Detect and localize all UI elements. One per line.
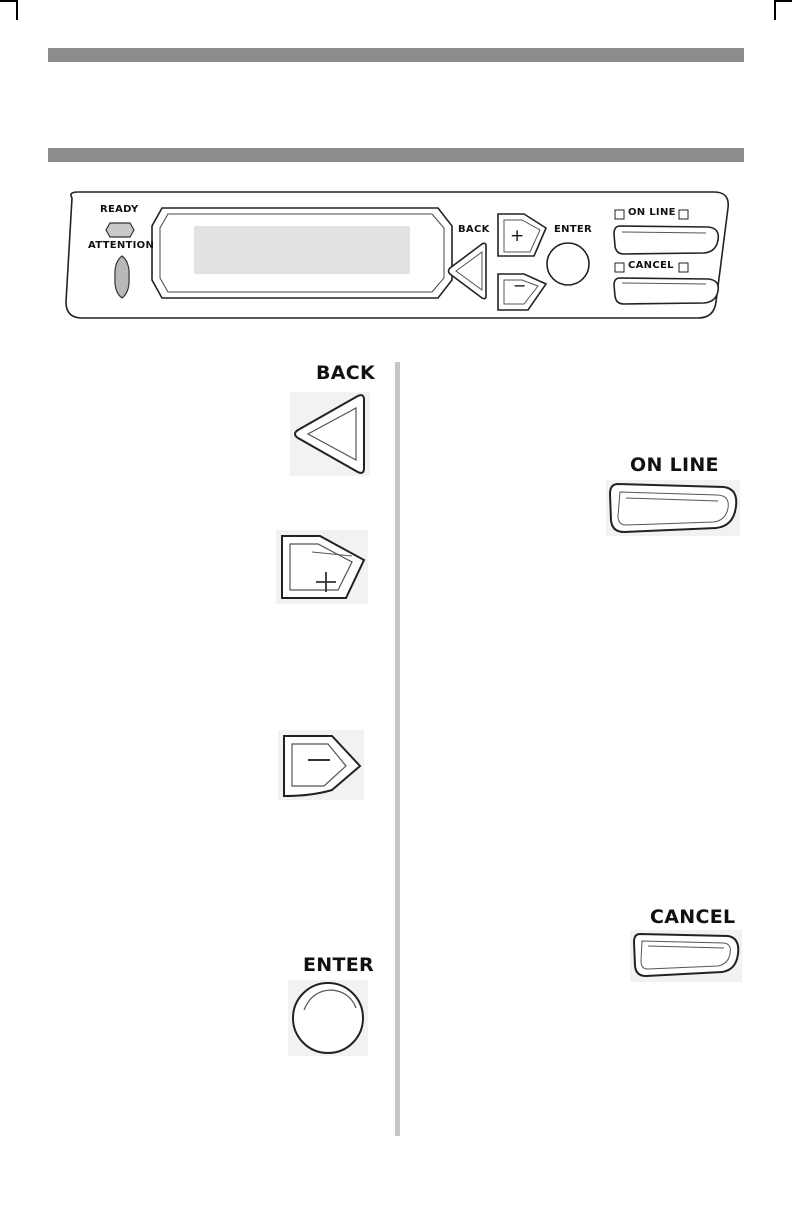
back-heading: BACK — [316, 362, 375, 384]
crop-mark-top-right — [774, 0, 792, 2]
panel-minus-glyph: − — [513, 276, 527, 295]
cancel-button-icon — [630, 930, 742, 982]
panel-back-button[interactable] — [446, 242, 490, 300]
lcd-display — [194, 226, 410, 274]
panel-cancel-label-text: CANCEL — [628, 260, 674, 271]
online-button-icon — [606, 480, 740, 536]
header-bar-top — [48, 48, 744, 62]
panel-online-led-left-icon — [614, 209, 626, 221]
back-button-icon — [290, 392, 370, 476]
enter-heading: ENTER — [303, 954, 374, 976]
column-divider — [395, 362, 400, 1136]
panel-online-label-text: ON LINE — [628, 207, 676, 218]
ready-light-icon — [106, 220, 136, 240]
control-panel: READY ATTENTION BACK + − ENTER ON — [58, 190, 734, 322]
panel-enter-label-text: ENTER — [554, 224, 592, 235]
online-heading: ON LINE — [630, 454, 719, 476]
crop-mark-top-left-v — [16, 0, 18, 20]
panel-cancel-led-left-icon — [614, 262, 626, 274]
panel-online-button[interactable] — [612, 224, 722, 256]
minus-button-icon — [278, 730, 364, 800]
panel-cancel-button[interactable] — [612, 276, 722, 306]
crop-mark-top-right-v — [774, 0, 776, 20]
panel-online-led-right-icon — [678, 209, 690, 221]
attention-label-text: ATTENTION — [88, 240, 154, 251]
cancel-heading: CANCEL — [650, 906, 735, 928]
attention-label: ATTENTION — [88, 240, 154, 251]
enter-button-icon — [288, 980, 368, 1056]
header-bar-bottom — [48, 148, 744, 162]
panel-enter-label: ENTER — [554, 224, 592, 235]
panel-online-label: ON LINE — [628, 207, 676, 218]
panel-cancel-label: CANCEL — [628, 260, 674, 271]
attention-light-icon — [112, 254, 132, 300]
panel-enter-button[interactable] — [544, 240, 592, 288]
ready-label: READY — [100, 204, 139, 215]
plus-button-icon — [276, 530, 368, 604]
panel-cancel-led-right-icon — [678, 262, 690, 274]
panel-plus-glyph: + — [510, 226, 525, 246]
ready-label-text: READY — [100, 204, 139, 215]
panel-back-label: BACK — [458, 224, 490, 235]
panel-back-label-text: BACK — [458, 224, 490, 235]
